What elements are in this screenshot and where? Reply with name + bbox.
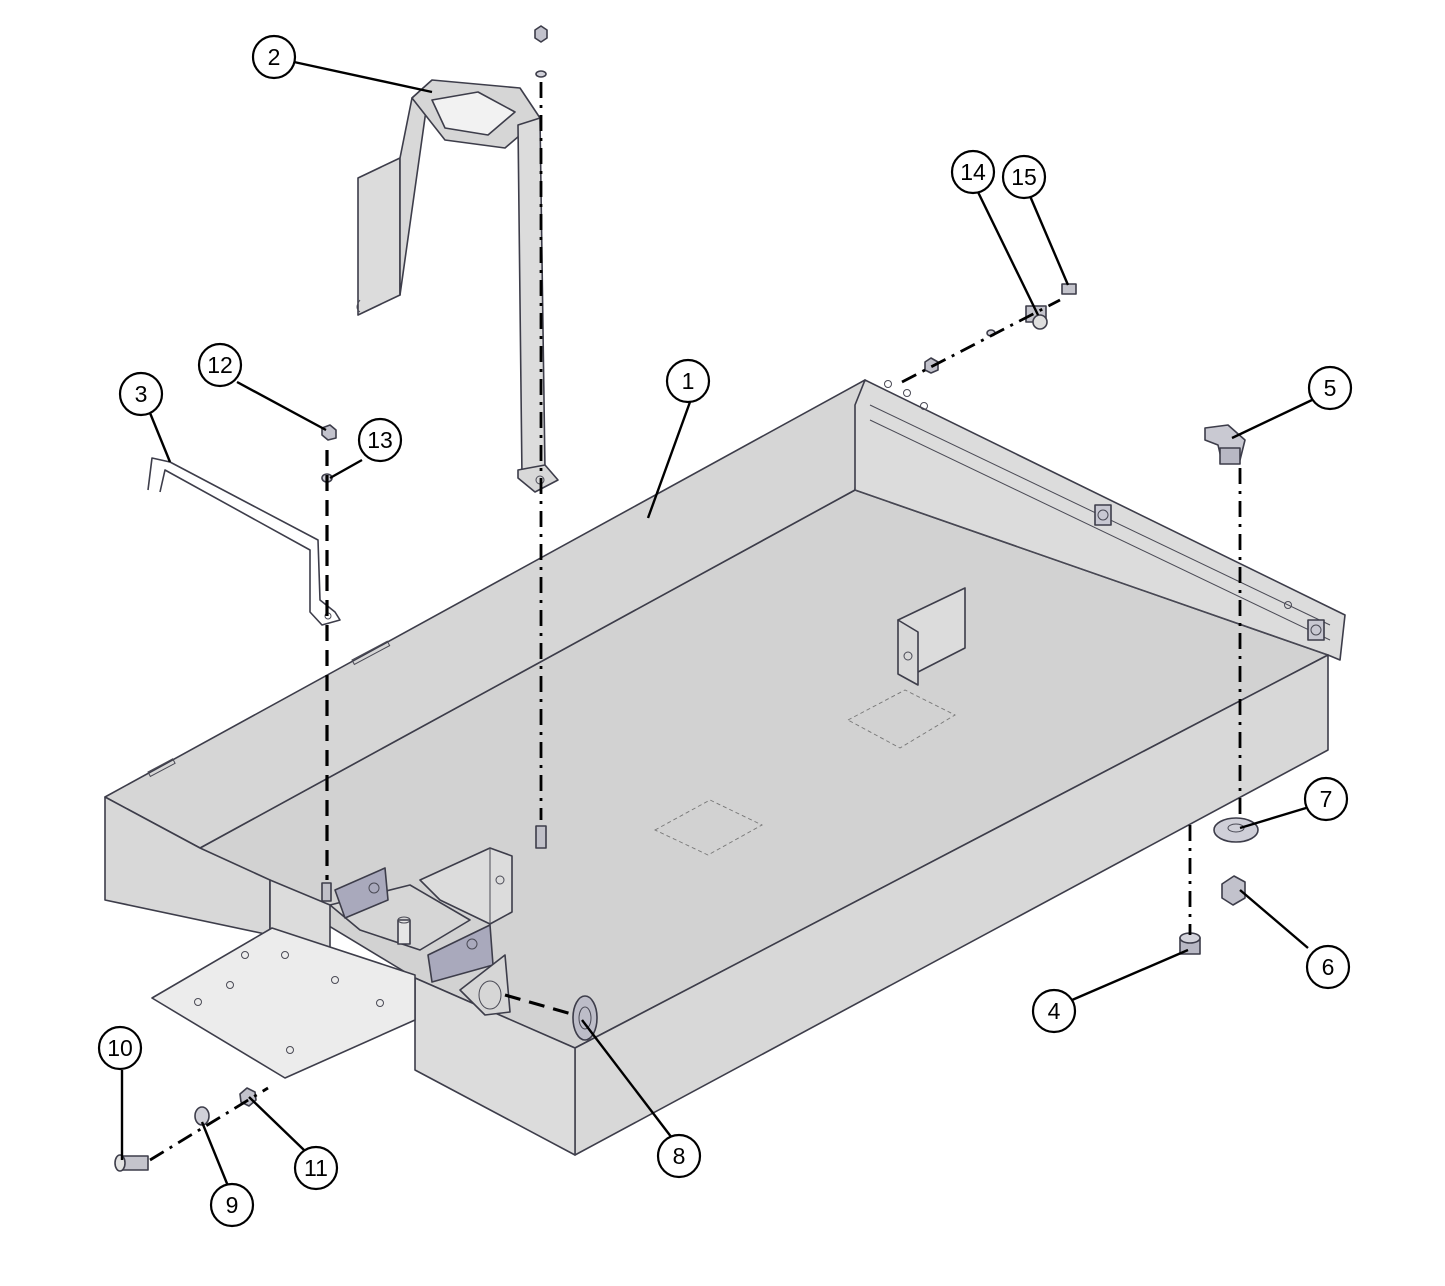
tray-part-1 <box>104 379 1346 1156</box>
svg-text:9: 9 <box>226 1192 239 1218</box>
svg-text:2: 2 <box>268 44 281 70</box>
bolt-lower <box>535 825 547 849</box>
callout-14: 14 <box>950 149 996 195</box>
bracket-part-3 <box>147 457 341 626</box>
svg-text:4: 4 <box>1048 998 1061 1024</box>
bolt-part-10 <box>114 1154 149 1172</box>
callout-6: 6 <box>1305 944 1351 990</box>
gusset <box>459 954 511 1016</box>
svg-text:11: 11 <box>304 1155 328 1181</box>
callout-2: 2 <box>251 34 297 80</box>
latch-right <box>1307 619 1325 641</box>
callout-4: 4 <box>1031 988 1077 1034</box>
svg-text:12: 12 <box>207 352 233 378</box>
svg-text:7: 7 <box>1320 786 1333 812</box>
callout-1: 1 <box>665 358 711 404</box>
latch-left <box>1094 504 1112 526</box>
bolt-left-lower <box>321 882 332 902</box>
svg-text:10: 10 <box>107 1035 133 1061</box>
nut-part-12 <box>321 424 337 441</box>
nut-part-6 <box>1221 875 1246 906</box>
callout-11: 11 <box>293 1145 339 1191</box>
screw-part-15 <box>1061 283 1077 295</box>
elbow-fitting-part-5 <box>1204 424 1246 465</box>
mounting-plate <box>151 927 416 1079</box>
callout-9: 9 <box>209 1182 255 1228</box>
callout-12: 12 <box>197 342 243 388</box>
bulkhead-grommet <box>572 995 598 1041</box>
small-hardware-latch <box>924 329 996 374</box>
top-nut <box>534 25 548 78</box>
svg-text:5: 5 <box>1324 375 1337 401</box>
svg-text:1: 1 <box>682 368 695 394</box>
callout-5: 5 <box>1307 365 1353 411</box>
svg-text:15: 15 <box>1011 164 1037 190</box>
callout-15: 15 <box>1001 154 1047 200</box>
svg-text:14: 14 <box>960 159 986 185</box>
callout-7: 7 <box>1303 776 1349 822</box>
svg-text:6: 6 <box>1322 954 1335 980</box>
washer-part-7 <box>1213 817 1259 843</box>
callout-13: 13 <box>357 417 403 463</box>
bracket-part-2 <box>356 79 559 493</box>
svg-text:13: 13 <box>367 427 393 453</box>
callout-8: 8 <box>656 1133 702 1179</box>
callout-10: 10 <box>97 1025 143 1071</box>
callout-3: 3 <box>118 371 164 417</box>
svg-text:3: 3 <box>135 381 148 407</box>
svg-text:8: 8 <box>673 1143 686 1169</box>
tinted-bracket-left <box>334 867 389 919</box>
